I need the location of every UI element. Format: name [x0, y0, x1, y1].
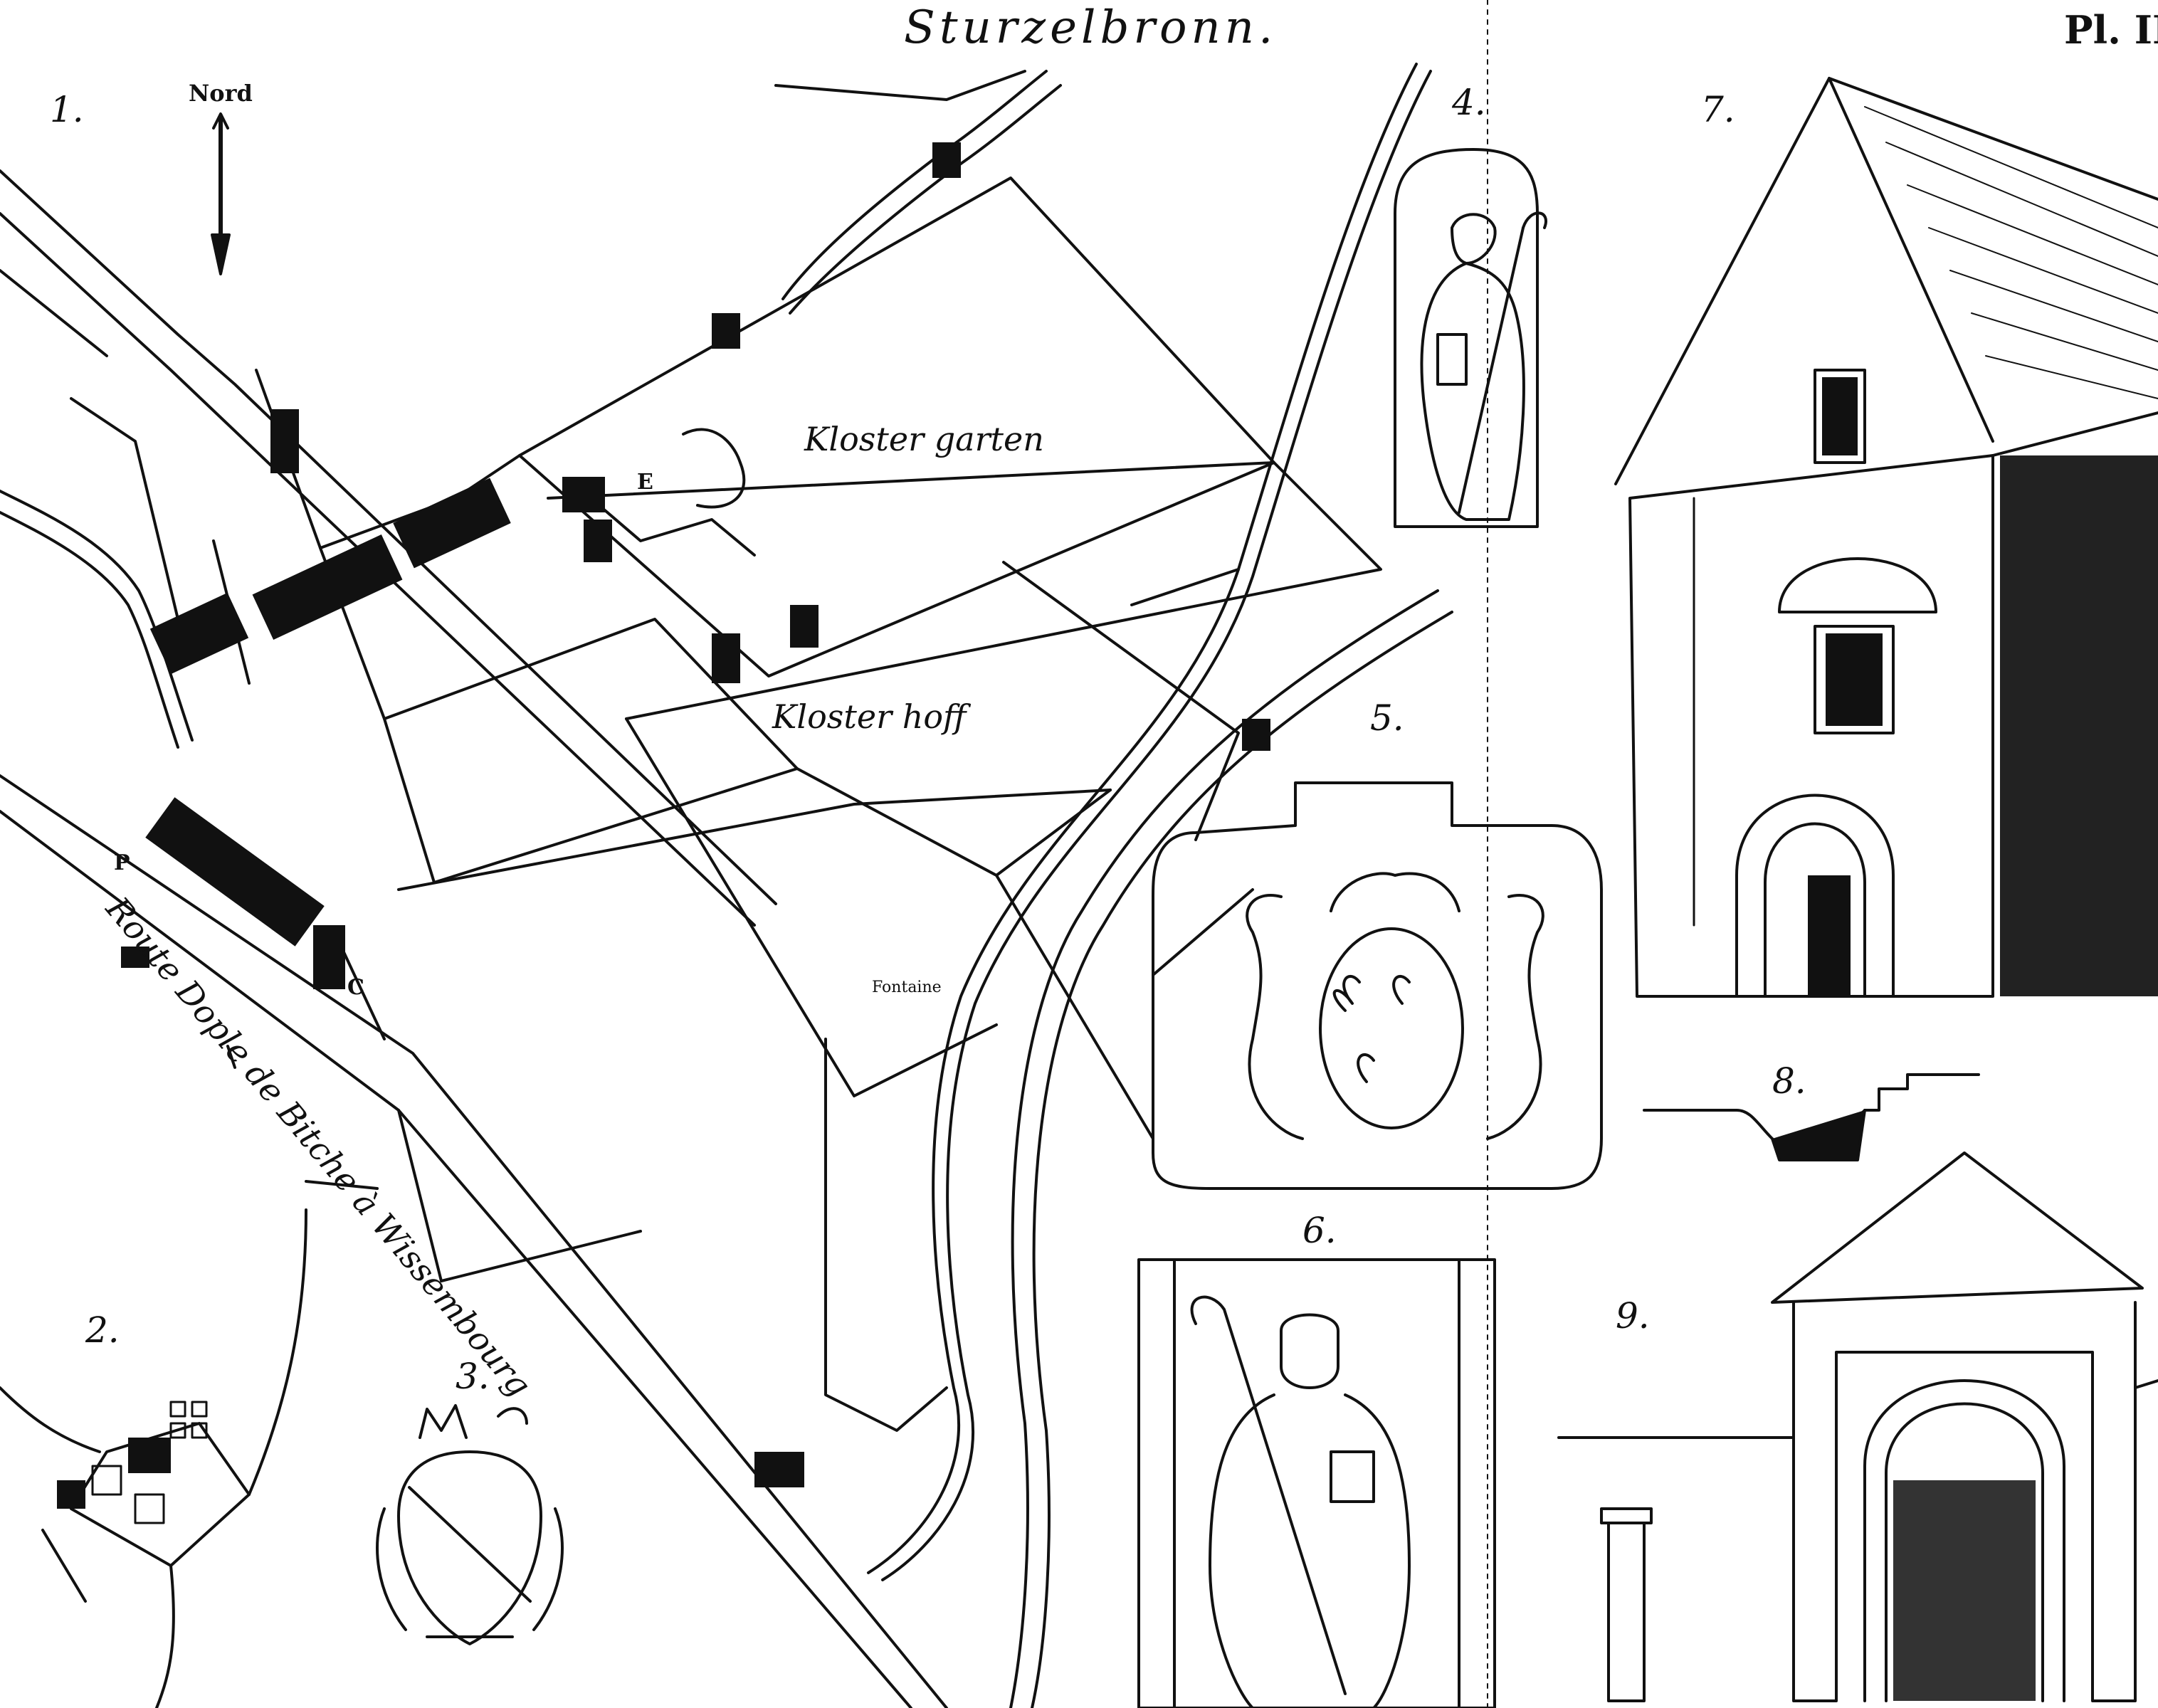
figure-number-9: 9.: [1616, 1295, 1650, 1337]
figure-number-2: 2.: [85, 1309, 120, 1351]
moulding-profile-icon: [1643, 1073, 1980, 1161]
village-plan: [0, 63, 1453, 1708]
north-arrow-icon: [211, 112, 231, 275]
buildings: [121, 142, 1270, 1487]
church-facade: [1614, 77, 2158, 998]
hearts-coat-of-arms-icon: [1152, 781, 1603, 1190]
fontaine-label: Fontaine: [872, 979, 942, 996]
site-plan: [0, 1180, 379, 1708]
kloster-hoff-label: Kloster hoff: [772, 697, 967, 736]
figure-number-6: 6.: [1302, 1210, 1337, 1251]
figure-number-4: 4.: [1452, 82, 1486, 123]
figure-number-1: 1.: [50, 89, 84, 130]
north-label: Nord: [189, 80, 253, 107]
figure-number-7: 7.: [1701, 89, 1735, 130]
plate-title: Sturzelbronn.: [904, 1, 1278, 54]
monk-relief-small: [1394, 148, 1547, 528]
figure-number-5: 5.: [1370, 697, 1404, 739]
map-letter-p: P: [114, 850, 130, 875]
archway-gate: [1557, 1151, 2158, 1702]
map-letter-e: E: [637, 470, 653, 495]
figure-number-3: 3.: [456, 1356, 490, 1397]
monk-relief-large: [1137, 1258, 1496, 1708]
plate-number: Pl. II: [2064, 7, 2158, 53]
figure-number-8: 8.: [1772, 1060, 1806, 1102]
map-letter-c: C: [347, 975, 364, 1000]
coat-of-arms-mitre-icon: [376, 1404, 564, 1645]
kloster-garten-label: Kloster garten: [804, 420, 1044, 458]
